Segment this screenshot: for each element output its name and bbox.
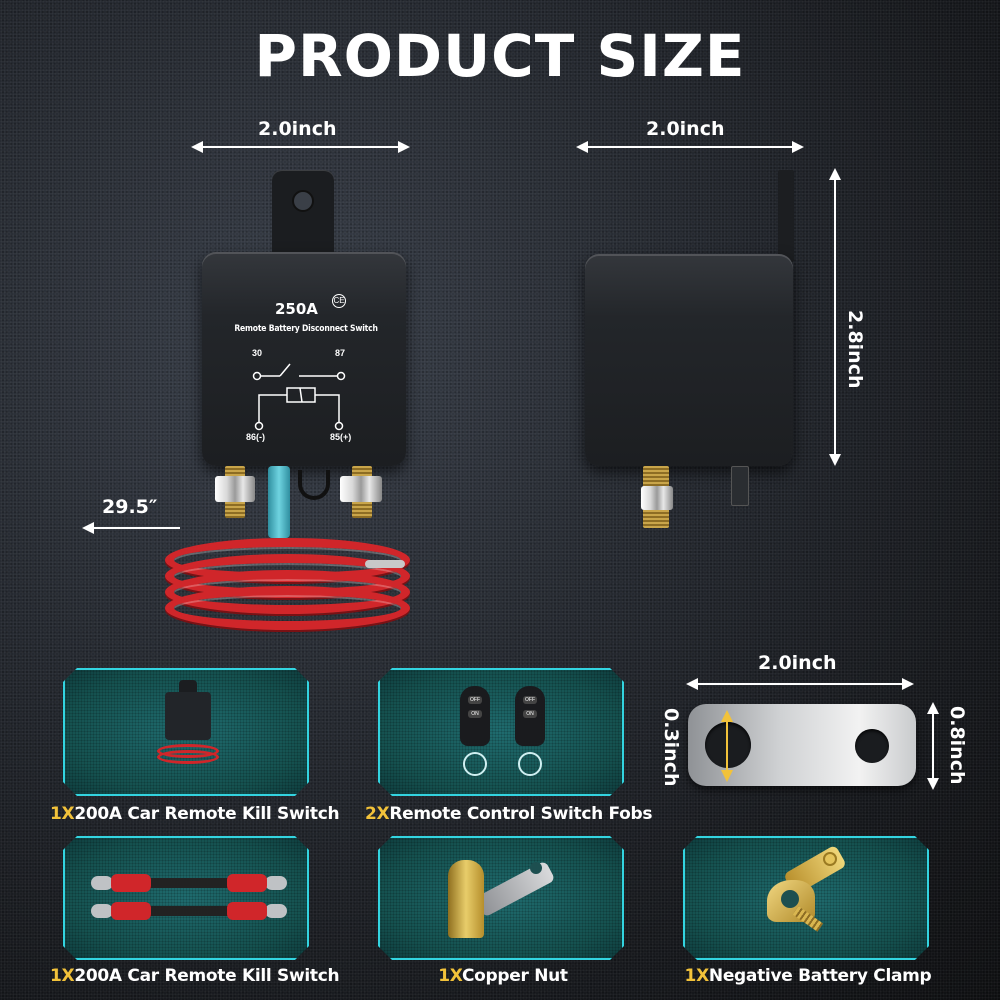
item-card-battery-cables (63, 836, 309, 960)
plate-hole-label: 0.3inch (660, 708, 682, 787)
arrow-up-icon (721, 710, 733, 722)
arrow-right-icon (792, 141, 804, 153)
side-terminal-nut (641, 486, 673, 510)
key-fob-icon: OFF ON (460, 686, 490, 776)
arrow-up-icon (829, 168, 841, 180)
hole-dimension-line (726, 716, 728, 774)
plate-hole-large (705, 722, 751, 768)
mounting-hole (292, 190, 314, 212)
item-card-kill-switch (63, 668, 309, 796)
key-fob-icon: OFF ON (515, 686, 545, 776)
spade-terminal (731, 466, 749, 506)
control-wire-blue (268, 466, 290, 538)
arrow-down-icon (829, 454, 841, 466)
item-name: 200A Car Remote Kill Switch (74, 966, 340, 986)
copper-plate (688, 704, 916, 786)
pin-85-label: 85(+) (330, 432, 352, 442)
relay-side (585, 254, 793, 466)
item-caption-battery-clamp: 1XNegative Battery Clamp (670, 966, 946, 986)
relay-rating: 250A (275, 300, 318, 318)
plate-height-line (932, 710, 934, 782)
arrow-down-icon (721, 770, 733, 782)
item-name: Remote Control Switch Fobs (389, 804, 653, 824)
side-bracket (778, 170, 794, 262)
terminal-nut-left (215, 476, 255, 502)
page-title: PRODUCT SIZE (254, 22, 746, 90)
ring-terminal (365, 560, 405, 568)
arrow-down-icon (927, 778, 939, 790)
item-caption-copper-nut: 1XCopper Nut (365, 966, 641, 986)
arrow-left-icon (686, 678, 698, 690)
arrow-left-icon (576, 141, 588, 153)
item-card-remote-fobs: OFF ON OFF ON (378, 668, 624, 796)
plate-hole-small (855, 729, 889, 763)
item-qty: 2X (365, 804, 390, 824)
pin-87-label: 87 (335, 348, 346, 358)
relay-schematic-icon (252, 363, 346, 431)
plate-length-line (694, 683, 904, 685)
front-width-label: 2.0inch (258, 118, 337, 140)
relay-with-cable-icon (165, 680, 211, 750)
item-name: Copper Nut (461, 966, 568, 986)
item-qty: 1X (50, 966, 75, 986)
pin-30-label: 30 (252, 348, 263, 358)
arrow-up-icon (927, 702, 939, 714)
side-height-label: 2.8inch (844, 310, 866, 389)
terminal-nut-right (340, 476, 382, 502)
item-caption-remote-fobs: 2XRemote Control Switch Fobs (365, 804, 653, 824)
relay-front: 250A CE Remote Battery Disconnect Switch… (202, 252, 406, 466)
mounting-bracket (272, 170, 334, 260)
arrow-left-icon (82, 522, 94, 534)
ce-mark-icon: CE (332, 294, 346, 308)
side-width-label: 2.0inch (646, 118, 725, 140)
item-card-battery-clamp (683, 836, 929, 960)
item-caption-kill-switch: 1X200A Car Remote Kill Switch (50, 804, 340, 824)
item-qty: 1X (684, 966, 710, 986)
arrow-right-icon (902, 678, 914, 690)
control-wire-black (298, 470, 330, 500)
side-width-dimension-line (584, 146, 794, 148)
plate-length-label: 2.0inch (758, 652, 837, 674)
item-caption-battery-cables: 1X200A Car Remote Kill Switch (50, 966, 340, 986)
item-name: 200A Car Remote Kill Switch (74, 804, 340, 824)
plate-height-label: 0.8inch (946, 706, 968, 785)
front-width-dimension-line (200, 146, 400, 148)
item-name: Negative Battery Clamp (708, 966, 932, 986)
item-card-copper-nut (378, 836, 624, 960)
arrow-left-icon (191, 141, 203, 153)
side-height-dimension-line (834, 176, 836, 460)
item-qty: 1X (438, 966, 462, 986)
relay-name: Remote Battery Disconnect Switch (234, 324, 378, 334)
cable-length-label: 29.5″ (102, 496, 158, 518)
arrow-right-icon (398, 141, 410, 153)
cable-length-line (90, 527, 180, 529)
pin-86-label: 86(-) (246, 432, 266, 442)
item-qty: 1X (50, 804, 75, 824)
